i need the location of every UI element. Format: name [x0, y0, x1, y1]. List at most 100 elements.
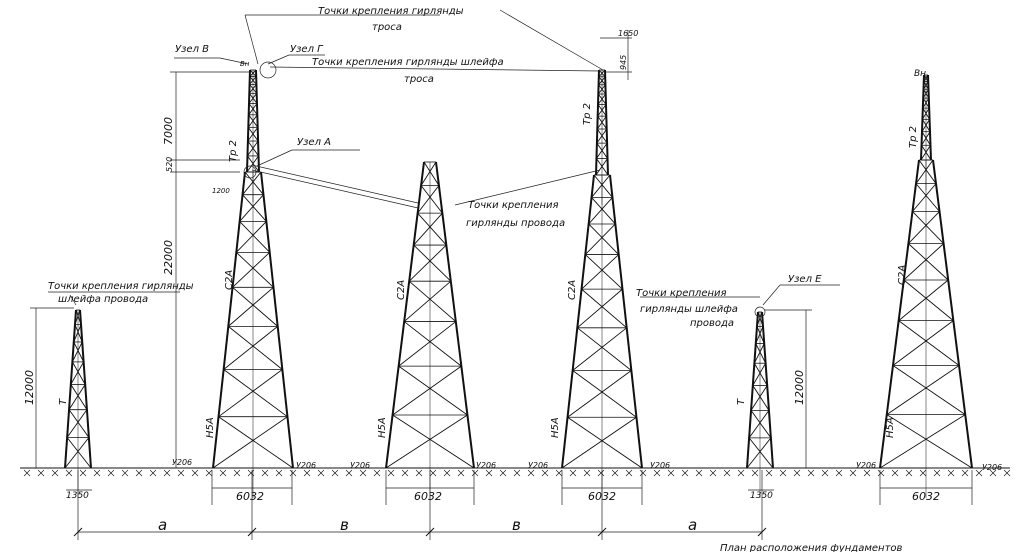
hatch-mark	[709, 469, 717, 477]
leader-line	[219, 57, 249, 65]
hatch-mark	[919, 469, 927, 477]
hatch-mark	[947, 469, 955, 477]
tower-brace	[64, 437, 90, 469]
hatch-mark	[37, 469, 45, 477]
mark-s2a-2: С2А	[396, 280, 407, 300]
label-wire-attach: Точки крепления	[468, 200, 559, 211]
dim-u206: У206	[172, 458, 192, 467]
tower-brace	[588, 223, 620, 255]
tower-brace	[912, 183, 937, 212]
hatch-mark	[485, 469, 493, 477]
tower-brace	[239, 194, 264, 222]
tower-brace	[70, 384, 88, 410]
tower-brace	[591, 197, 616, 225]
tower-brace	[232, 252, 270, 288]
leader-line	[251, 169, 419, 209]
base-dimensions	[66, 470, 973, 540]
hatch-mark	[79, 469, 87, 477]
hatch-mark	[415, 469, 423, 477]
label-wire-attach-2: гирлянды провода	[466, 218, 565, 229]
hatch-mark	[359, 469, 367, 477]
tower-leg	[385, 161, 425, 469]
hatch-mark	[975, 469, 983, 477]
tower-brace	[585, 254, 623, 290]
tower-brace	[756, 311, 763, 327]
tower-brace	[74, 309, 81, 325]
mark-s2a-4: С2А	[897, 265, 908, 285]
label-node-g: Узел Г	[290, 44, 324, 55]
tower-leg	[604, 69, 609, 176]
label-left-loop-1: Точки крепления гирлянды	[48, 281, 194, 292]
tower-brace	[403, 280, 452, 322]
hatch-mark	[429, 469, 437, 477]
tower-brace	[903, 279, 954, 321]
mark-n5a-2: Н5А	[377, 417, 388, 438]
tower-brace	[886, 414, 973, 469]
span-b-2: в	[512, 516, 521, 534]
hatch-mark	[345, 469, 353, 477]
hatch-mark	[303, 469, 311, 477]
tower-brace	[70, 361, 85, 385]
tower-brace	[581, 254, 619, 290]
tower-brace	[417, 212, 447, 246]
hatch-mark	[639, 469, 647, 477]
dim-top1650: 1650	[618, 29, 638, 38]
hatch-mark	[751, 469, 759, 477]
hatch-mark	[93, 469, 101, 477]
hatch-mark	[331, 469, 339, 477]
tower-brace	[74, 324, 83, 343]
node-e-circle	[754, 306, 766, 318]
tower-brace	[757, 311, 764, 327]
mark-tr2-mid: Тр 2	[582, 103, 593, 125]
hatch-mark	[681, 469, 689, 477]
label-footer: План расположения фундаментов	[720, 543, 903, 552]
tower-brace	[392, 365, 462, 416]
tower-brace	[218, 416, 294, 469]
hatch-mark	[933, 469, 941, 477]
mark-vn-right: Вн	[914, 69, 926, 79]
tower-brace	[413, 244, 452, 282]
mark-s2a-3: С2А	[567, 280, 578, 300]
tower-leg	[595, 69, 600, 176]
tower-brace	[752, 385, 770, 411]
hatch-mark	[597, 469, 605, 477]
dim-base-6032-1: 6032	[236, 490, 264, 503]
tower-4-body	[879, 159, 973, 498]
tower-brace	[755, 326, 764, 344]
tower-brace	[75, 309, 82, 325]
hatch-mark	[219, 469, 227, 477]
label-node-e: Узел Е	[788, 274, 822, 285]
tower-brace	[413, 212, 443, 246]
label-right-loop-3: провода	[690, 318, 734, 329]
mark-tr2-right: Тр 2	[908, 126, 919, 148]
tower-brace	[385, 414, 468, 469]
tower-brace	[68, 384, 86, 410]
hatch-mark	[149, 469, 157, 477]
tower-brace	[423, 161, 440, 186]
hatch-mark	[275, 469, 283, 477]
tower-brace	[572, 370, 637, 418]
leader-line	[256, 149, 293, 167]
hatch-mark	[807, 469, 815, 477]
tower-brace	[918, 159, 937, 184]
tower-brace	[235, 221, 267, 253]
tower-brace	[748, 437, 774, 469]
dim-7000: 7000	[162, 117, 175, 145]
tower-brace	[588, 197, 613, 225]
tower-leg	[64, 309, 77, 469]
tower-brace	[561, 416, 637, 469]
tower-brace	[567, 370, 632, 418]
hatch-mark	[695, 469, 703, 477]
tower-small-left	[64, 309, 92, 498]
dim-base-1350: 1350	[66, 491, 89, 501]
tower-brace	[750, 410, 772, 439]
mark-t-right: Т	[736, 398, 747, 405]
tower-brace	[581, 288, 627, 329]
hatch-mark	[793, 469, 801, 477]
leader-line	[244, 14, 259, 65]
mark-tr2-left: Тр 2	[228, 140, 239, 162]
tower-brace	[915, 183, 940, 212]
hatch-mark	[863, 469, 871, 477]
span-a-2: а	[688, 516, 697, 534]
annotations: Точки крепления гирлянды троса Точки кре…	[23, 6, 1002, 552]
